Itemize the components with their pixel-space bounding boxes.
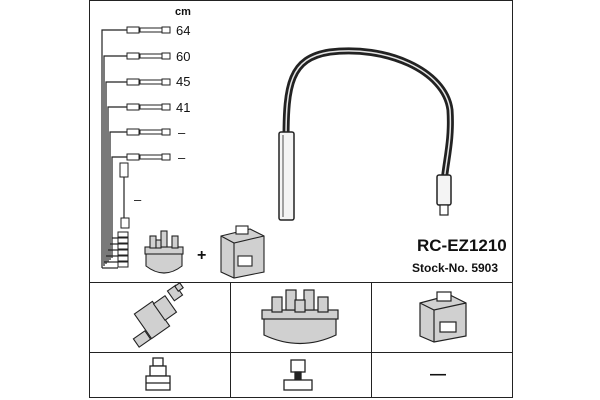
wire-length-4: 41 bbox=[176, 100, 191, 115]
wire-length-3: 45 bbox=[176, 74, 191, 89]
wire-bundle-lines bbox=[101, 29, 127, 269]
cap-terminal-icon bbox=[283, 359, 313, 391]
diagram-frame bbox=[89, 0, 513, 398]
wire-length-2: 60 bbox=[176, 49, 191, 64]
distributor-cap-small-icon bbox=[144, 230, 184, 274]
grid-divider-right bbox=[371, 282, 372, 398]
ignition-cable-icon bbox=[278, 47, 454, 221]
ignition-coil-icon bbox=[419, 291, 467, 343]
stock-number: Stock-No. 5903 bbox=[412, 261, 499, 275]
wire-length-7: – bbox=[134, 192, 142, 207]
wire-length-5: – bbox=[178, 125, 186, 140]
part-number: RC-EZ1210 bbox=[417, 236, 507, 255]
spark-plug-icon bbox=[132, 282, 184, 348]
ignition-coil-small-icon bbox=[220, 225, 265, 279]
distributor-cap-icon bbox=[261, 289, 339, 344]
plug-terminal-icon bbox=[145, 357, 171, 391]
wire-length-6: – bbox=[178, 150, 186, 165]
wire-length-1: 64 bbox=[176, 23, 191, 38]
grid-divider-middle bbox=[89, 352, 513, 353]
grid-divider-top bbox=[89, 282, 513, 283]
unit-label: cm bbox=[175, 6, 191, 18]
wire-connector-ends bbox=[117, 26, 171, 268]
plus-sign: + bbox=[197, 247, 207, 264]
grid-divider-left bbox=[230, 282, 231, 398]
not-applicable-dash: — bbox=[430, 366, 446, 383]
